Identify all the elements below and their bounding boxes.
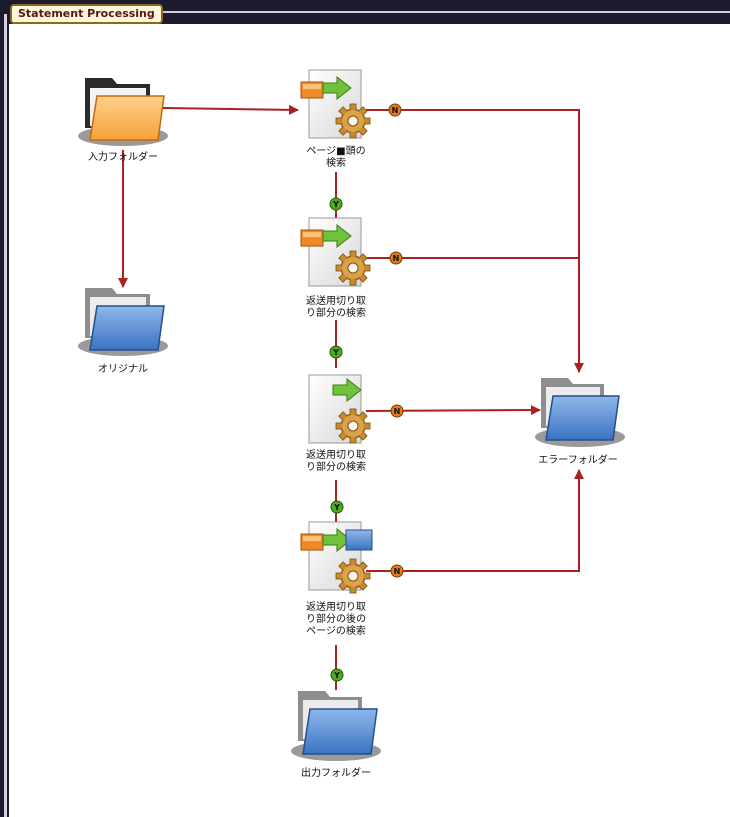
svg-text:N: N (392, 106, 399, 115)
edge-step4-no-to-error (366, 469, 584, 572)
step4-label: 返送用切り取 り部分の後の ページの検索 (306, 602, 366, 637)
error-folder-label: エラーフォルダー (538, 455, 618, 466)
original-folder-label: オリジナル (98, 364, 148, 375)
svg-text:N: N (394, 407, 401, 416)
svg-text:Y: Y (333, 503, 340, 512)
edge-step1-no-to-error (366, 109, 584, 373)
yes-badge-2[interactable]: Y (329, 345, 343, 359)
no-badge-1[interactable]: N (388, 103, 402, 117)
workflow-diagram: Y Y Y Y N N N N (78, 69, 625, 761)
diagram-canvas: Y Y Y Y N N N N (9, 24, 730, 817)
header-border (155, 11, 730, 13)
output-folder-icon[interactable] (291, 691, 381, 761)
step3-label: 返送用切り取 り部分の検索 (306, 450, 366, 473)
yes-badge-3[interactable]: Y (330, 500, 344, 514)
error-folder-icon[interactable] (535, 378, 625, 447)
step1-process-icon[interactable] (300, 69, 371, 139)
step3-process-icon[interactable] (308, 374, 371, 444)
window-title: Statement Processing (18, 7, 155, 20)
input-folder-label: 入力フォルダー (88, 152, 158, 163)
svg-text:Y: Y (332, 200, 339, 209)
original-folder-icon[interactable] (78, 288, 168, 356)
step4-process-icon[interactable] (300, 521, 373, 594)
no-badge-3[interactable]: N (390, 404, 404, 418)
connectors (118, 104, 584, 690)
no-badge-4[interactable]: N (390, 564, 404, 578)
svg-text:Y: Y (332, 348, 339, 357)
no-badge-2[interactable]: N (389, 251, 403, 265)
step2-process-icon[interactable] (300, 217, 371, 287)
output-folder-label: 出力フォルダー (301, 768, 371, 779)
yes-badge-4[interactable]: Y (330, 668, 344, 682)
svg-text:N: N (393, 254, 400, 263)
input-folder-icon[interactable] (78, 78, 168, 146)
step2-label: 返送用切り取 り部分の検索 (306, 296, 366, 319)
window-title-tab: Statement Processing (10, 4, 163, 24)
svg-text:Y: Y (333, 671, 340, 680)
step1-label: ページ■頭の 検索 (306, 146, 366, 169)
frame-left-border (4, 14, 7, 817)
edge-input-to-step1 (162, 104, 299, 115)
yes-badge-1[interactable]: Y (329, 197, 343, 211)
svg-text:N: N (394, 567, 401, 576)
